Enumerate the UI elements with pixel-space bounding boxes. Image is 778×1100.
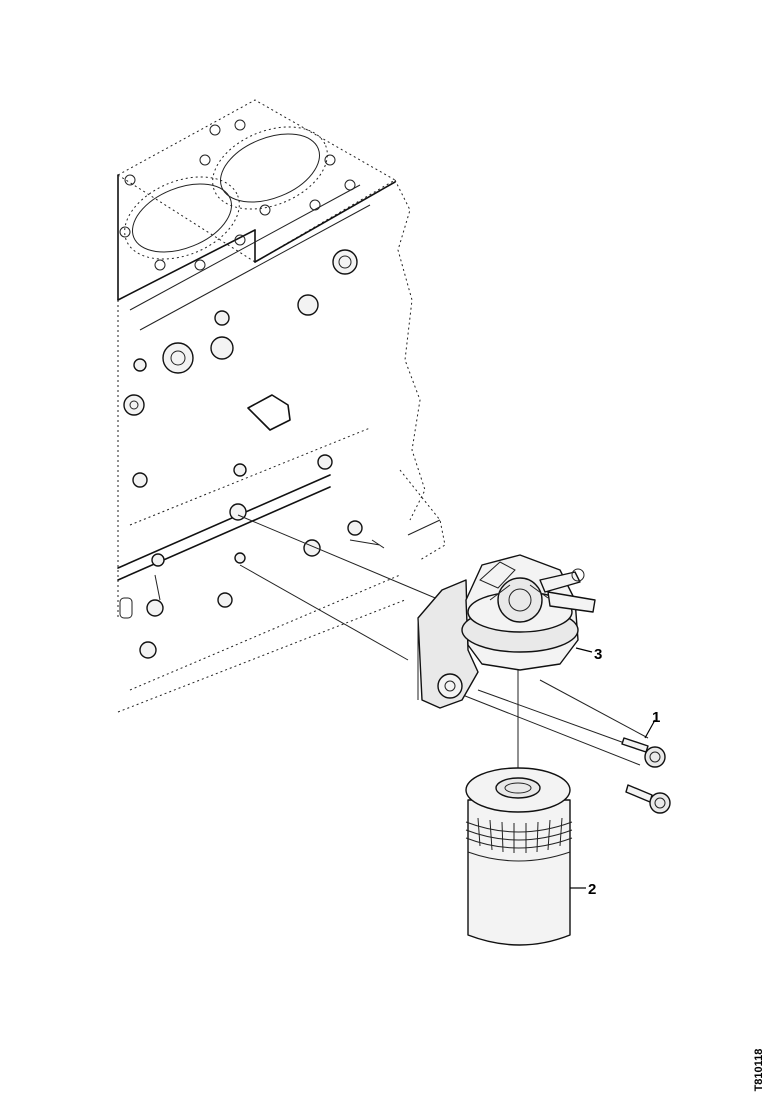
callout-label-1: 1 bbox=[652, 709, 660, 726]
engine-block bbox=[117, 99, 446, 713]
bolt-upper bbox=[621, 737, 666, 768]
bolts bbox=[621, 737, 671, 814]
reference-code: T810118 bbox=[752, 1048, 766, 1092]
filter-head bbox=[417, 554, 596, 709]
callout-3: 3 bbox=[575, 646, 602, 663]
bolt-lower bbox=[625, 784, 671, 814]
reference-code-text: T810118 bbox=[753, 1048, 765, 1092]
filter-cartridge bbox=[465, 767, 573, 946]
callout-label-2: 2 bbox=[588, 881, 596, 898]
callout-1: 1 bbox=[644, 709, 660, 739]
callout-2: 2 bbox=[570, 881, 596, 898]
callout-label-3: 3 bbox=[594, 646, 602, 663]
alignment-lines bbox=[237, 514, 649, 770]
